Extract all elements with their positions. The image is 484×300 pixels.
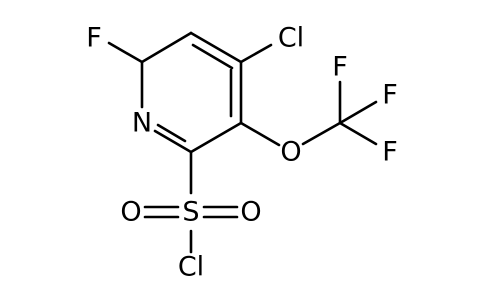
bond-c2-n <box>153 129 193 154</box>
atom-o-sulfonyl-right: O <box>240 197 261 228</box>
atom-cl-sulfonyl: Cl <box>178 252 204 283</box>
atom-f-ring: F <box>86 23 102 54</box>
atom-o-ether: O <box>280 137 301 168</box>
bond-c4-cl <box>239 43 273 64</box>
substituent-bonds <box>107 41 378 254</box>
atom-labels: F Cl N O F F F O S O Cl <box>86 23 398 283</box>
bond-c3-c2 <box>189 121 243 154</box>
atom-f-cf3-right: F <box>382 80 398 111</box>
atom-f-cf3-top: F <box>332 52 348 83</box>
bond-cf3-f-right <box>338 100 378 125</box>
bond-c5-c4 <box>189 31 243 64</box>
bond-cf3-f-bottom <box>338 121 378 146</box>
bond-c5-c4-double <box>191 43 234 70</box>
bond-c3-o <box>239 121 281 147</box>
bond-c6-c5 <box>140 31 193 64</box>
bond-c2-n-double <box>156 123 187 143</box>
atom-cl-ring: Cl <box>278 23 304 54</box>
atom-f-cf3-bottom: F <box>382 137 398 168</box>
bond-o-cf3 <box>301 121 342 146</box>
atom-o-sulfonyl-left: O <box>120 197 141 228</box>
bond-c6-f <box>107 41 144 64</box>
atom-s: S <box>182 197 199 228</box>
atom-n: N <box>132 108 152 139</box>
pyridine-ring <box>140 31 243 154</box>
